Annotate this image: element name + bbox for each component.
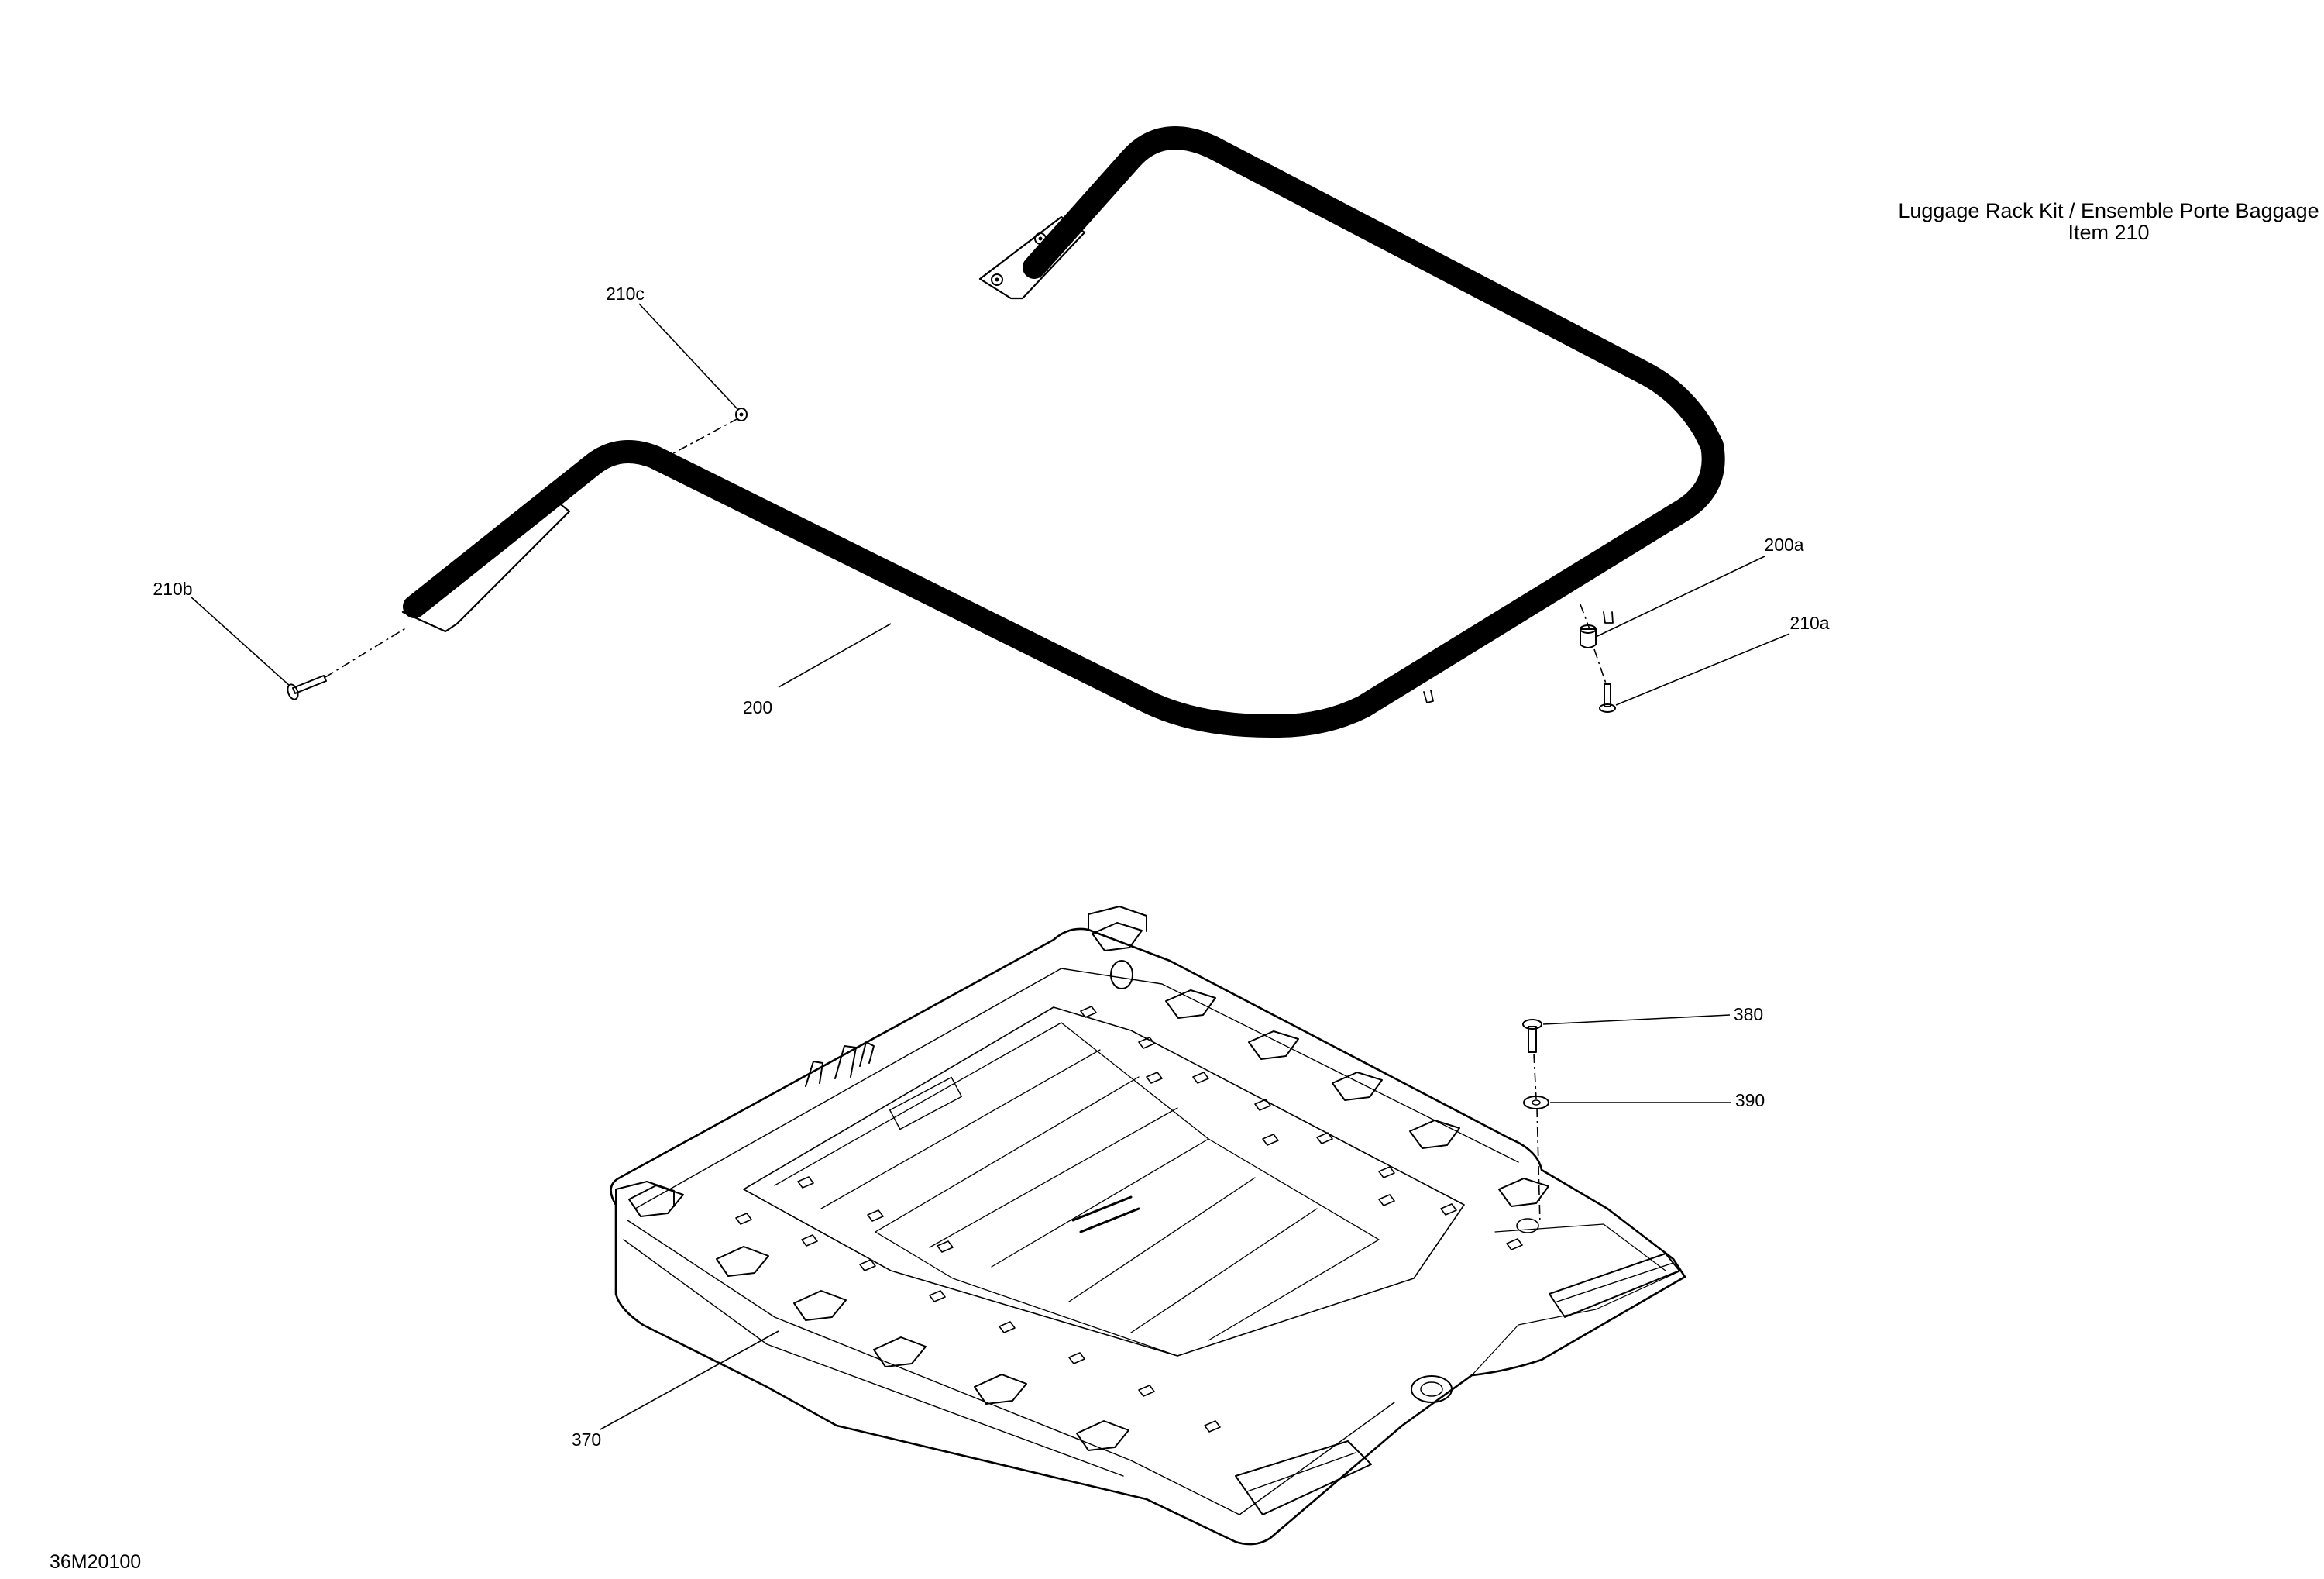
assembly-axis-210c bbox=[665, 418, 739, 458]
leader-210a bbox=[1615, 633, 1790, 706]
callout-210b: 210b bbox=[153, 579, 192, 599]
leader-370 bbox=[600, 1330, 779, 1430]
assembly-axis-390 bbox=[1536, 1107, 1541, 1225]
leader-380 bbox=[1542, 1014, 1731, 1025]
assembly-axis-380 bbox=[1533, 1053, 1537, 1099]
figure-code: 36M20100 bbox=[50, 1551, 141, 1573]
tie-down-pockets-left-row bbox=[628, 1185, 1129, 1451]
callout-200: 200 bbox=[743, 697, 772, 717]
diagram-title-line1: Luggage Rack Kit / Ensemble Porte Baggag… bbox=[1898, 199, 2319, 222]
callout-200a: 200a bbox=[1764, 535, 1803, 555]
callout-380: 380 bbox=[1734, 1004, 1763, 1024]
diagram-title-line2: Item 210 bbox=[2068, 221, 2149, 244]
leader-210c bbox=[638, 303, 738, 410]
nut-210c bbox=[735, 408, 748, 421]
assembly-axis-210a bbox=[1593, 648, 1607, 684]
leader-210b bbox=[190, 596, 291, 687]
cargo-roof-panel bbox=[610, 906, 1686, 1546]
callout-210a: 210a bbox=[1789, 613, 1829, 633]
tie-down-pockets-right-row bbox=[1092, 922, 1549, 1207]
bolt-210a bbox=[1599, 683, 1616, 713]
callout-390: 390 bbox=[1735, 1090, 1765, 1110]
spacer-200a bbox=[1580, 624, 1597, 648]
callout-210c: 210c bbox=[606, 284, 645, 304]
bolt-210b bbox=[287, 675, 327, 700]
screw-380 bbox=[1522, 1019, 1542, 1053]
leader-200a bbox=[1595, 556, 1765, 638]
callout-370: 370 bbox=[572, 1429, 601, 1450]
leader-200 bbox=[778, 623, 892, 688]
assembly-axis-210b bbox=[325, 627, 407, 678]
tie-down-hooks bbox=[735, 1006, 1523, 1433]
assembly-axis-200a bbox=[1580, 604, 1590, 630]
luggage-rack-frame bbox=[401, 126, 1725, 738]
